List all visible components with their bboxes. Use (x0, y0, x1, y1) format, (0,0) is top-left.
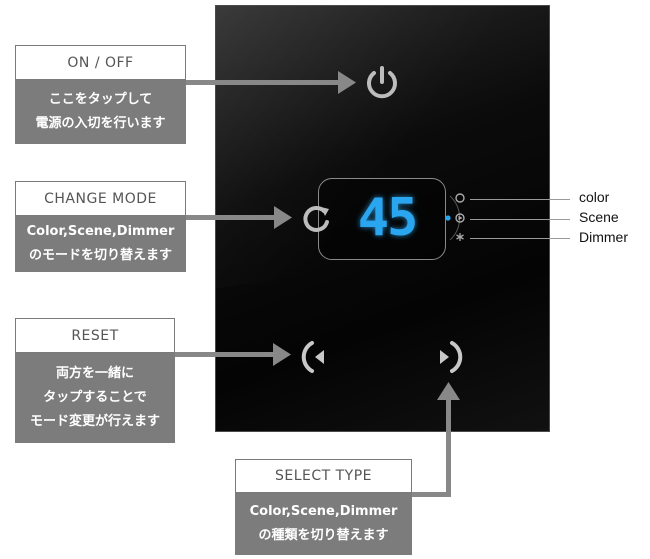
circle-icon (455, 193, 465, 203)
mode-line-scene (470, 219, 570, 220)
arrow-power (186, 80, 341, 85)
cycle-icon[interactable] (302, 205, 332, 235)
callout-power-title: ON / OFF (15, 45, 186, 80)
callout-mode-desc-line-1: Color,Scene,Dimmer (26, 224, 175, 239)
callout-select-title: SELECT TYPE (235, 459, 412, 493)
segment-display-frame (318, 178, 446, 260)
arrow-select-vertical (446, 400, 451, 497)
arrowhead-select (437, 382, 460, 400)
callout-reset-desc-line-1: 両方を一緒に (55, 366, 134, 381)
arrow-select-horizontal (412, 492, 451, 497)
mode-line-dimmer (470, 238, 570, 239)
segment-display-value: 45 (357, 188, 419, 248)
callout-reset-desc-line-3: モード変更が行えます (29, 414, 160, 429)
callout-reset-title: RESET (15, 318, 175, 353)
callout-power-desc: ここをタップして 電源の入切を行います (15, 80, 186, 144)
arrow-mode (186, 215, 276, 220)
callout-select-desc-line-2: の種類を切り替えます (258, 528, 389, 543)
mode-line-color (470, 199, 570, 200)
mode-label-scene: Scene (579, 209, 619, 225)
callout-reset-desc: 両方を一緒に タップすることで モード変更が行えます (15, 353, 175, 443)
callout-mode-title: CHANGE MODE (15, 181, 186, 216)
play-circle-icon (455, 213, 465, 223)
left-bracket-icon[interactable] (298, 340, 328, 374)
callout-power-desc-line-1: ここをタップして (48, 92, 153, 107)
callout-select-desc: Color,Scene,Dimmer の種類を切り替えます (235, 493, 412, 555)
arrowhead-reset (273, 343, 291, 366)
callout-select-desc-line-1: Color,Scene,Dimmer (249, 504, 398, 519)
right-bracket-icon[interactable] (436, 340, 466, 374)
mode-label-dimmer: Dimmer (579, 229, 628, 245)
callout-reset-desc-line-2: タップすることで (43, 390, 147, 405)
mode-indicators (445, 193, 465, 241)
arrow-reset (175, 352, 275, 357)
callout-power-desc-line-2: 電源の入切を行います (35, 116, 166, 131)
callout-mode-desc-line-2: のモードを切り替えます (28, 248, 172, 263)
asterisk-icon (456, 233, 464, 241)
mode-label-color: color (579, 189, 610, 205)
power-icon[interactable] (364, 65, 400, 101)
arrowhead-power (338, 71, 356, 94)
arrowhead-mode (274, 206, 292, 229)
callout-mode-desc: Color,Scene,Dimmer のモードを切り替えます (15, 216, 186, 272)
